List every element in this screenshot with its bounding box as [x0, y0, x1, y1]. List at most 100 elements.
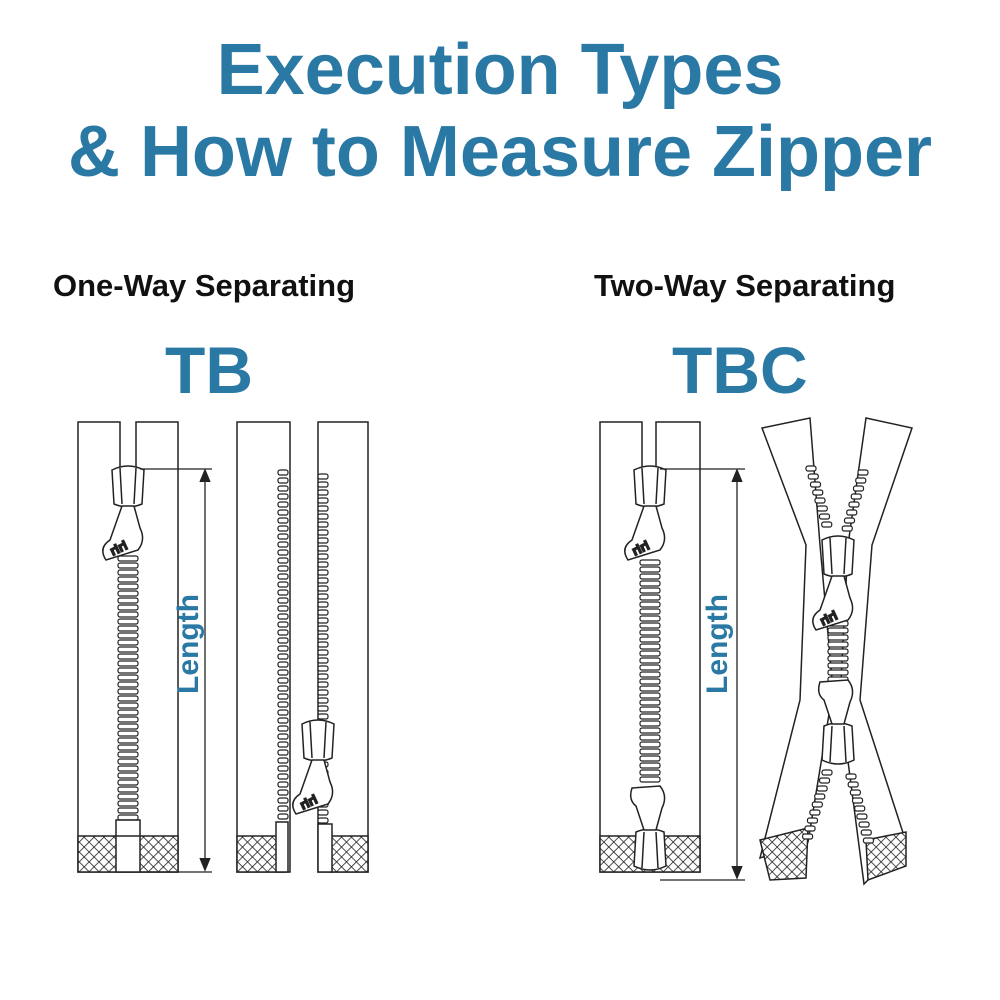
zipper-tooth	[816, 505, 828, 512]
zipper-tooth	[852, 485, 865, 492]
zipper-tooth	[846, 509, 858, 516]
insertion-pin	[275, 821, 289, 873]
zipper-tooth	[814, 497, 826, 504]
zipper-tooth	[862, 837, 875, 844]
zipper-tooth	[818, 513, 831, 520]
top-slider: riri	[624, 465, 667, 561]
zipper-tooth	[277, 701, 289, 708]
zipper-tooth	[317, 633, 329, 640]
zipper-tooth	[639, 559, 661, 566]
zipper-tooth	[827, 655, 849, 662]
zipper-tooth	[860, 829, 872, 836]
zipper-tooth	[277, 485, 289, 492]
zipper-tooth	[317, 649, 329, 656]
zipper-tooth	[117, 660, 139, 667]
zipper-tooth	[277, 549, 289, 556]
zipper-tooth	[317, 529, 329, 536]
zipper-tooth	[639, 566, 661, 573]
zipper-tooth	[804, 825, 816, 832]
zipper-tooth	[277, 501, 289, 508]
zipper-tooth	[277, 533, 289, 540]
zipper-tooth	[317, 641, 329, 648]
zipper-tooth	[639, 657, 661, 664]
box-pin	[115, 819, 141, 873]
zipper-tooth	[639, 713, 661, 720]
zipper-tooth	[639, 643, 661, 650]
zipper-tooth	[317, 569, 329, 576]
zipper-tooth	[317, 505, 329, 512]
zipper-tooth	[821, 521, 833, 528]
type-code-tb: TB	[165, 333, 253, 407]
zipper-tooth	[317, 561, 329, 568]
zipper-tooth	[818, 777, 831, 784]
zipper-tooth	[277, 733, 289, 740]
zipper-tooth	[639, 678, 661, 685]
tb-closed-zipper: riri	[77, 421, 179, 873]
zipper-tooth	[851, 797, 864, 804]
zipper-tooth	[117, 751, 139, 758]
zipper-tooth	[277, 653, 289, 660]
zipper-tooth	[117, 639, 139, 646]
zipper-tooth	[277, 573, 289, 580]
box-retainer	[317, 823, 333, 873]
zipper-tooth	[117, 681, 139, 688]
zipper-tooth	[117, 625, 139, 632]
zipper-tooth	[317, 689, 329, 696]
zipper-tooth	[277, 517, 289, 524]
zipper-tooth	[117, 618, 139, 625]
right-tape	[839, 417, 913, 886]
zipper-tooth	[639, 636, 661, 643]
zipper-tooth	[317, 673, 329, 680]
zipper-tooth	[277, 557, 289, 564]
zipper-tooth	[277, 637, 289, 644]
zipper-tooth	[277, 645, 289, 652]
zipper-tooth	[277, 757, 289, 764]
zipper-tooth	[117, 765, 139, 772]
zipper-tooth	[277, 661, 289, 668]
title-line-2: & How to Measure Zipper	[67, 112, 933, 192]
zipper-tooth	[117, 737, 139, 744]
zipper-tooth	[117, 709, 139, 716]
slider: riri	[102, 465, 145, 561]
zipper-tooth	[277, 677, 289, 684]
zipper-tooth	[809, 481, 822, 488]
zipper-tooth	[317, 497, 329, 504]
zipper-tooth	[821, 769, 833, 776]
zipper-tooth	[827, 627, 849, 634]
zipper-tooth	[317, 489, 329, 496]
zipper-tooth	[277, 685, 289, 692]
zipper-tooth	[317, 521, 329, 528]
zipper-tooth	[827, 641, 849, 648]
zipper-tooth	[827, 634, 849, 641]
zipper-tooth	[809, 809, 821, 816]
zipper-tooth	[117, 646, 139, 653]
upper-slider: riri	[812, 535, 855, 631]
zipper-tooth	[639, 615, 661, 622]
zipper-tooth	[277, 797, 289, 804]
zipper-tooth	[277, 725, 289, 732]
bottom-slider	[629, 785, 667, 871]
zipper-tooth	[317, 577, 329, 584]
zipper-tooth	[277, 581, 289, 588]
zipper-tooth	[639, 664, 661, 671]
zipper-tooth	[277, 621, 289, 628]
zipper-tooth	[117, 569, 139, 576]
zipper-tooth	[117, 555, 139, 562]
zipper-tooth	[843, 517, 856, 524]
zipper-tooth	[845, 773, 857, 780]
zipper-tooth	[117, 562, 139, 569]
zipper-tooth	[117, 674, 139, 681]
zipper-tooth	[117, 716, 139, 723]
zipper-tooth	[117, 772, 139, 779]
zipper-tooth	[639, 734, 661, 741]
zipper-tooth	[117, 597, 139, 604]
zipper-tooth	[117, 604, 139, 611]
zipper-tooth	[117, 779, 139, 786]
zipper-tooth	[639, 608, 661, 615]
zipper-tooth	[277, 469, 289, 476]
left-tape	[236, 421, 291, 873]
zipper-tooth	[277, 597, 289, 604]
zipper-tooth	[854, 805, 866, 812]
zipper-tooth	[277, 669, 289, 676]
